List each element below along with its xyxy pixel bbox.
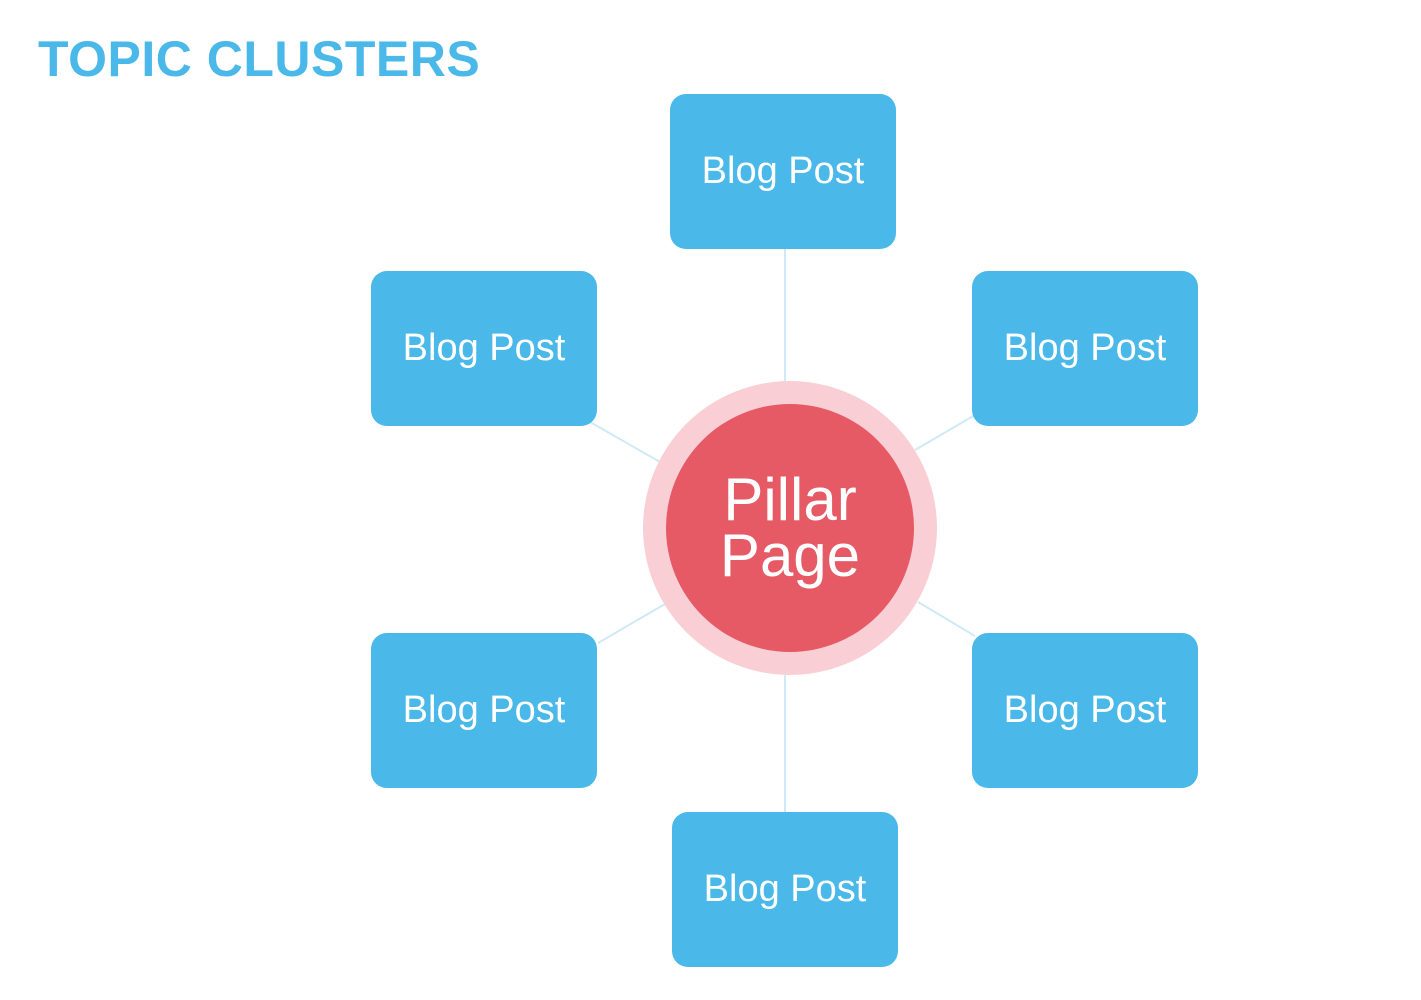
- page-title: TOPIC CLUSTERS: [38, 31, 481, 87]
- blog-post-node-upper-left: Blog Post: [371, 271, 597, 426]
- blog-post-label: Blog Post: [701, 150, 865, 192]
- blog-post-node-top: Blog Post: [670, 94, 896, 249]
- blog-post-node-lower-left: Blog Post: [371, 633, 597, 788]
- blog-post-label: Blog Post: [1003, 689, 1167, 731]
- blog-post-node-lower-right: Blog Post: [972, 633, 1198, 788]
- blog-post-label: Blog Post: [402, 327, 566, 369]
- connector-upper-left: [589, 421, 661, 463]
- blog-post-label: Blog Post: [402, 689, 566, 731]
- pillar-page-node: Pillar Page: [666, 404, 914, 652]
- pillar-label-line2: Page: [719, 522, 861, 589]
- connector-lower-right: [917, 601, 976, 637]
- blog-post-node-upper-right: Blog Post: [972, 271, 1198, 426]
- blog-post-label: Blog Post: [703, 868, 867, 910]
- connector-lower-left: [597, 603, 666, 644]
- connector-upper-right: [914, 414, 976, 451]
- blog-post-label: Blog Post: [1003, 327, 1167, 369]
- blog-post-node-bottom: Blog Post: [672, 812, 898, 967]
- pillar-label-line1: Pillar: [723, 466, 857, 533]
